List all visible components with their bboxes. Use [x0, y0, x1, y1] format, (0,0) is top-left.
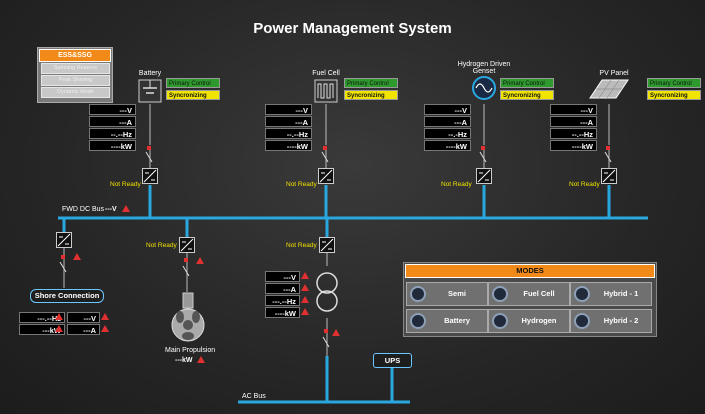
pv-panel-label: PV Panel: [599, 70, 629, 77]
genset-power: ----kW: [424, 140, 471, 151]
radio-icon: [574, 286, 590, 302]
ess-ssg-header: ESS&SSG: [39, 49, 111, 62]
shore-v-alarm-icon: [101, 313, 109, 320]
shore-current: ---A: [67, 324, 100, 335]
transformer-converter[interactable]: [319, 237, 335, 253]
transformer-state: Not Ready: [286, 242, 317, 249]
genset-converter[interactable]: [476, 168, 492, 184]
shore-a-alarm-icon: [101, 325, 109, 332]
ess-ssg-panel: ESS&SSG Spinning Reserve Peak Shaving Dy…: [37, 47, 113, 103]
shore-converter[interactable]: [56, 232, 72, 248]
genset-voltage: ---V: [424, 104, 471, 115]
fuel-cell-voltage: ---V: [265, 104, 312, 115]
dc-bus-label: FWD DC Bus: [62, 206, 104, 213]
shore-hz-alarm-icon: [55, 313, 63, 320]
mode-hybrid-1-button[interactable]: Hybrid - 1: [570, 282, 652, 306]
battery-state: Not Ready: [110, 181, 141, 188]
propulsion-alarm-icon: [197, 356, 205, 363]
genset-status-sync: Syncronizing: [500, 90, 554, 100]
modes-panel: MODES Semi Fuel Cell Hybrid - 1 Battery …: [403, 262, 657, 337]
shore-connection-label[interactable]: Shore Connection: [30, 289, 104, 303]
pv-state: Not Ready: [569, 181, 600, 188]
pv-converter[interactable]: [601, 168, 617, 184]
fuel-cell-converter[interactable]: [318, 168, 334, 184]
propulsion-label: Main Propulsion: [165, 347, 216, 354]
radio-icon: [492, 286, 508, 302]
propulsion-symbol: [171, 292, 205, 342]
genset-symbol: [472, 76, 496, 100]
genset-label: Hydrogen Driven Genset: [457, 61, 511, 75]
propulsion-breaker-alarm-icon: [196, 257, 204, 264]
battery-frequency: --.--Hz: [89, 128, 136, 139]
ups-label[interactable]: UPS: [373, 353, 412, 368]
peak-shaving-button[interactable]: Peak Shaving: [41, 75, 110, 86]
battery-power: ----kW: [89, 140, 136, 151]
shore-kw-alarm-icon: [55, 325, 63, 332]
genset-state: Not Ready: [441, 181, 472, 188]
propulsion-power: ---kW: [175, 357, 193, 364]
shore-voltage: ---V: [67, 312, 100, 323]
mode-hybrid-2-button[interactable]: Hybrid - 2: [570, 309, 652, 333]
ac-breaker-alarm-icon: [332, 329, 340, 336]
fuel-cell-symbol: [314, 79, 338, 103]
transformer-symbol: [316, 272, 338, 312]
mode-semi-button[interactable]: Semi: [406, 282, 488, 306]
transformer-v-alarm-icon: [301, 272, 309, 279]
battery-status-sync: Syncronizing: [166, 90, 220, 100]
battery-current: ---A: [89, 116, 136, 127]
dc-bus-alarm-icon: [122, 205, 130, 212]
propulsion-converter[interactable]: [179, 237, 195, 253]
radio-icon: [410, 286, 426, 302]
dc-bus-voltage: ---V: [105, 206, 117, 213]
pv-panel-symbol: [589, 79, 629, 99]
fuel-cell-power: ----kW: [265, 140, 312, 151]
mode-battery-button[interactable]: Battery: [406, 309, 488, 333]
mode-hydrogen-button[interactable]: Hydrogen: [488, 309, 570, 333]
pv-current: ---A: [550, 116, 597, 127]
pv-power: ----kW: [550, 140, 597, 151]
fuel-cell-frequency: --.--Hz: [265, 128, 312, 139]
dynamic-mode-button[interactable]: Dynamic Mode: [41, 87, 110, 98]
transformer-a-alarm-icon: [301, 284, 309, 291]
radio-icon: [492, 313, 508, 329]
ac-bus-label: AC Bus: [242, 393, 266, 400]
radio-icon: [574, 313, 590, 329]
fuel-cell-status-sync: Syncronizing: [344, 90, 398, 100]
radio-icon: [410, 313, 426, 329]
shore-frequency: ---.--Hz: [19, 312, 65, 323]
transformer-voltage: ---V: [265, 271, 300, 282]
shore-power: ---kW: [19, 324, 65, 335]
modes-header: MODES: [405, 264, 655, 278]
fuel-cell-state: Not Ready: [286, 181, 317, 188]
pv-voltage: ---V: [550, 104, 597, 115]
spinning-reserve-button[interactable]: Spinning Reserve: [41, 63, 110, 74]
transformer-power: ----kW: [265, 307, 300, 318]
pv-frequency: --.--Hz: [550, 128, 597, 139]
transformer-frequency: ---.--Hz: [265, 295, 300, 306]
battery-converter[interactable]: [142, 168, 158, 184]
battery-status-control: Primary Control: [166, 78, 220, 88]
battery-symbol: [138, 79, 162, 103]
pv-status-sync: Syncronizing: [647, 90, 701, 100]
battery-voltage: ---V: [89, 104, 136, 115]
fuel-cell-current: ---A: [265, 116, 312, 127]
transformer-kw-alarm-icon: [301, 308, 309, 315]
fuel-cell-status-control: Primary Control: [344, 78, 398, 88]
transformer-current: ---A: [265, 283, 300, 294]
genset-frequency: --.-Hz: [424, 128, 471, 139]
propulsion-state: Not Ready: [146, 242, 177, 249]
page-title: Power Management System: [253, 20, 452, 37]
transformer-hz-alarm-icon: [301, 296, 309, 303]
fuel-cell-label: Fuel Cell: [312, 70, 340, 77]
battery-label: Battery: [138, 70, 162, 77]
genset-status-control: Primary Control: [500, 78, 554, 88]
mode-fuel-cell-button[interactable]: Fuel Cell: [488, 282, 570, 306]
shore-breaker-alarm-icon: [73, 253, 81, 260]
genset-current: ---A: [424, 116, 471, 127]
pv-status-control: Primary Control: [647, 78, 701, 88]
